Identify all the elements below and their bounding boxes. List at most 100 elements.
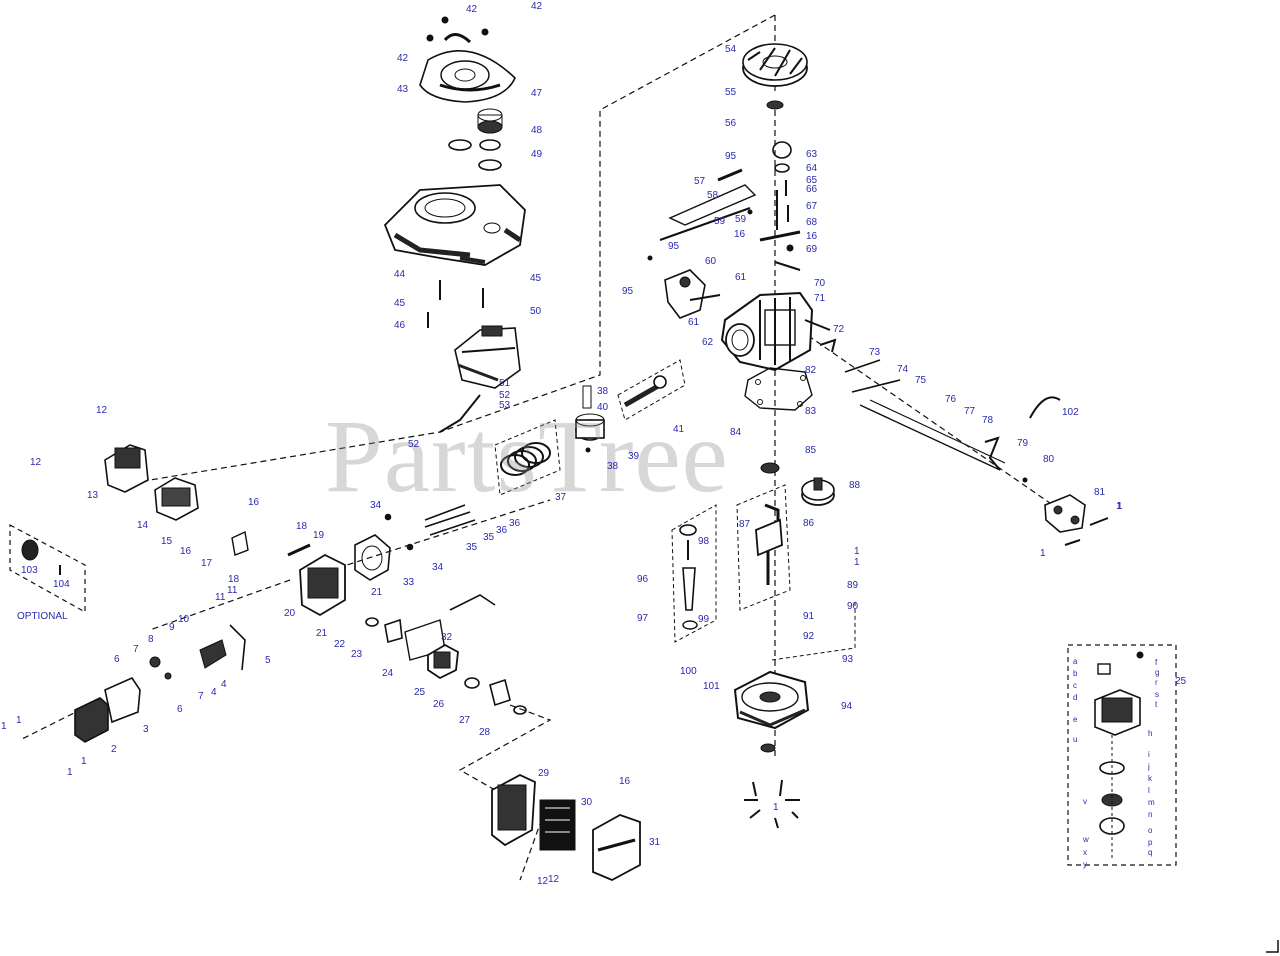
callout-label: 82	[805, 365, 817, 376]
watermark-text: PartsTree	[325, 399, 729, 514]
callout-label: 12	[537, 876, 549, 887]
callout-label: 52	[408, 439, 420, 450]
carb-callout-label: o	[1148, 826, 1153, 835]
callout-label: 84	[730, 427, 742, 438]
callout-label: 95	[668, 241, 680, 252]
callout-label: 12	[548, 874, 560, 885]
carb-callout-label: l	[1148, 786, 1150, 795]
callout-label: 42	[397, 53, 409, 64]
carb-callout-label: d	[1073, 693, 1078, 702]
callout-label: 35	[483, 532, 495, 543]
callout-label: 25	[414, 687, 426, 698]
optional-parts-box	[9, 524, 86, 614]
callout-label: 63	[806, 149, 818, 160]
callout-label: 100	[680, 666, 697, 677]
piston-rings-part	[494, 419, 561, 496]
callout-label: 12	[30, 457, 42, 468]
callout-label: 16	[248, 497, 260, 508]
carburetor-part	[427, 643, 527, 715]
callout-label: 16	[619, 776, 631, 787]
callout-label: 16	[806, 231, 818, 242]
callout-label: 18	[228, 574, 240, 585]
carb-callout-label: x	[1083, 848, 1087, 857]
callout-label: 51	[499, 378, 511, 389]
cylinder-head-part	[231, 530, 346, 617]
callout-label: 7	[198, 691, 204, 702]
callout-label: 1	[1, 721, 7, 732]
callout-label: 102	[1062, 407, 1079, 418]
callout-label: 88	[849, 480, 861, 491]
cam-gear-part	[801, 477, 835, 506]
callout-label: 15	[161, 536, 173, 547]
callout-label: 38	[597, 386, 609, 397]
callout-label: 49	[531, 149, 543, 160]
carb-callout-label: b	[1073, 669, 1078, 678]
callout-label: 60	[705, 256, 717, 267]
callout-label: 13	[87, 490, 99, 501]
connecting-rod-part	[617, 359, 686, 421]
callout-label: 27	[459, 715, 471, 726]
callout-label: 1	[1116, 501, 1122, 512]
crankshaft-part	[736, 484, 791, 611]
carb-callout-label: y	[1083, 860, 1087, 869]
carb-callout-label: q	[1148, 848, 1153, 857]
callout-label: 64	[806, 163, 818, 174]
callout-label: 38	[607, 461, 619, 472]
callout-label: 56	[725, 118, 737, 129]
carb-callout-label: i	[1148, 750, 1150, 759]
ignition-module-part	[1044, 494, 1109, 546]
callout-label: 95	[622, 286, 634, 297]
callout-label: 68	[806, 217, 818, 228]
callout-label: 61	[688, 317, 700, 328]
callout-label: 99	[698, 614, 710, 625]
air-filter-element-part	[539, 799, 576, 851]
callout-label: 81	[1094, 487, 1106, 498]
callout-label: 4	[211, 687, 217, 698]
callout-label: 94	[841, 701, 853, 712]
callout-label: 45	[530, 273, 542, 284]
crank-seal-part	[760, 462, 780, 474]
callout-label: 16	[180, 546, 192, 557]
callout-label: 31	[649, 837, 661, 848]
callout-label: 9	[169, 622, 175, 633]
callout-label: 6	[177, 704, 183, 715]
push-rods-part	[384, 504, 476, 551]
callout-label: 12	[96, 405, 108, 416]
shroud-bolts	[427, 280, 484, 328]
callout-label: 77	[964, 406, 976, 417]
callout-label: 42	[466, 4, 478, 15]
callout-label: 72	[833, 324, 845, 335]
callout-label: 1	[1040, 548, 1046, 559]
callout-label: 22	[334, 639, 346, 650]
callout-label: 59	[714, 216, 726, 227]
callout-label: 30	[581, 797, 593, 808]
callout-label: 57	[694, 176, 706, 187]
callout-label: 78	[982, 415, 994, 426]
callout-label: 14	[137, 520, 149, 531]
muffler-part	[104, 444, 199, 521]
sump-bolts	[744, 779, 800, 829]
callout-label: 58	[707, 190, 719, 201]
callout-label: 32	[441, 632, 453, 643]
callout-label: 19	[313, 530, 325, 541]
callout-label: 1	[81, 756, 87, 767]
carb-callout-label: v	[1083, 797, 1087, 806]
carb-callout-label: w	[1083, 835, 1089, 844]
callout-label: 41	[673, 424, 685, 435]
callout-label: 1	[854, 546, 860, 557]
callout-label: 90	[847, 601, 859, 612]
callout-label: 87	[739, 519, 751, 530]
camshaft-assembly-part	[819, 338, 1028, 483]
callout-label: 46	[394, 320, 406, 331]
carburetor-detail-box	[1067, 644, 1177, 866]
crankcase-block-part	[720, 291, 831, 372]
callout-label: 42	[531, 1, 543, 12]
callout-label: 1	[67, 767, 73, 778]
callout-label: 39	[628, 451, 640, 462]
flywheel-part	[742, 43, 808, 110]
callout-label: 21	[371, 587, 383, 598]
callout-label: 18	[296, 521, 308, 532]
callout-label: 101	[703, 681, 720, 692]
callout-label: 3	[143, 724, 149, 735]
air-guide-arc-part	[1029, 396, 1061, 419]
